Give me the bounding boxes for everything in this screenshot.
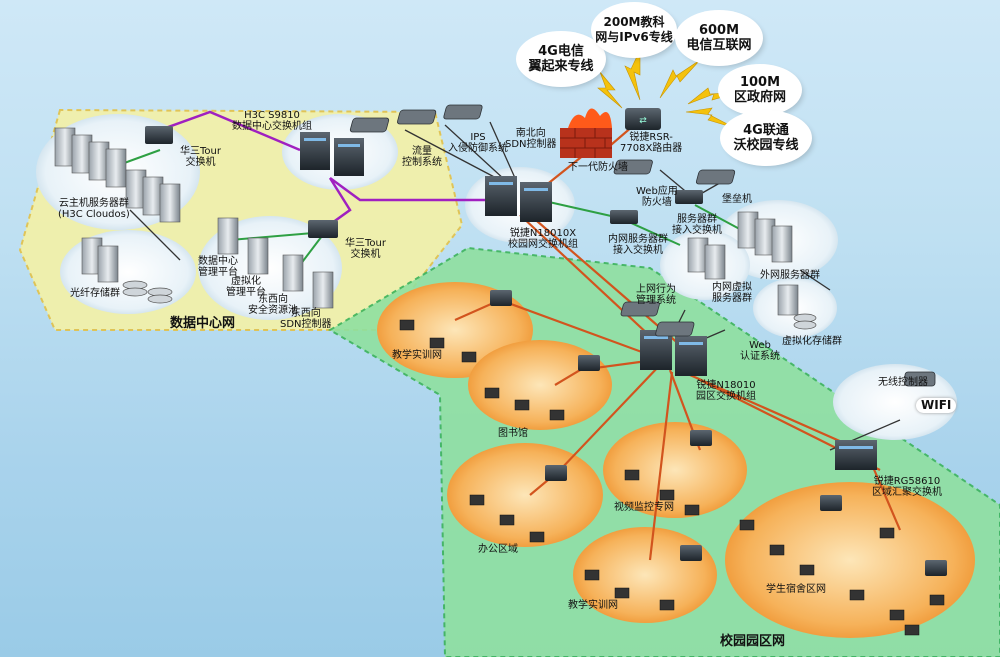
virt-mgmt-label: 虚拟化 管理平台 (226, 276, 266, 298)
campus-core-label: 锐捷N18010 园区交换机组 (696, 380, 756, 402)
cloud-4g-telecom: 4G电信 翼起来专线 (518, 33, 604, 85)
router-label: 锐捷RSR- 7708X路由器 (620, 132, 683, 154)
video-area (603, 422, 747, 518)
core-switch-icon (485, 176, 552, 222)
bastion-label: 堡垒机 (722, 194, 752, 205)
dorm-area (725, 482, 975, 638)
cloud-gov-network: 100M 区政府网 (720, 66, 800, 114)
cloud-4g-unicom-text: 4G联通 沃校园专线 (733, 123, 799, 153)
cloud-edu-ipv6: 200M教科 网与IPv6专线 (593, 4, 675, 56)
video-label: 视频监控专网 (614, 502, 674, 513)
wireless-label: 无线控制器 (878, 377, 928, 388)
cloud-gov-network-text: 100M 区政府网 (733, 75, 786, 105)
storage-disc-icons (122, 280, 817, 330)
dorm-label: 学生宿舍区网 (766, 584, 826, 595)
srv-access-label: 服务器群 接入交换机 (672, 214, 722, 236)
int-virt-label: 内网虚拟 服务器群 (712, 282, 752, 304)
dc-switch-icon (300, 132, 364, 176)
svg-text:⇄: ⇄ (639, 116, 647, 126)
office-label: 办公区域 (478, 544, 518, 555)
teach1-label: 教学实训网 (392, 350, 442, 361)
behavior-label: 上网行为 管理系统 (636, 284, 676, 306)
core-switch-label: 锐捷N18010X 校园网交换机组 (508, 228, 578, 250)
firewall-label: 下一代防火墙 (568, 162, 628, 173)
int-access-label: 内网服务器群 接入交换机 (608, 234, 668, 256)
dc-switch-label: H3C S9810 数据中心交换机组 (232, 110, 312, 132)
lightning-bolts (597, 49, 741, 129)
router-icon: ⇄ (625, 108, 661, 130)
fc-storage-label: 光纤存储群 (70, 288, 120, 299)
auth-label: Web 认证系统 (740, 340, 780, 362)
appliance-icons (349, 104, 936, 387)
h3c-top-label: 华三Tour 交换机 (180, 146, 221, 168)
cloud-servers-label: 云主机服务器群 (H3C Cloudos) (58, 198, 130, 220)
ew-security-label: 东西向 安全资源池 (248, 294, 298, 316)
h3c-mid-label: 华三Tour 交换机 (345, 238, 386, 260)
ew-sdn-label: 东西向 SDN控制器 (280, 308, 332, 330)
web-fw-label: Web应用 防火墙 (636, 186, 678, 208)
dc-mgmt-label: 数据中心 管理平台 (198, 256, 238, 278)
cloud-4g-unicom: 4G联通 沃校园专线 (722, 112, 810, 164)
area-agg-switch-icon (835, 440, 877, 470)
server-rack-icons (54, 127, 799, 316)
ns-sdn-label: 南北向 SDN控制器 (505, 128, 557, 150)
campus-switch-icon (640, 330, 707, 376)
campus-zone-title: 校园园区网 (720, 634, 786, 649)
dc-storage-ellipse (60, 230, 196, 314)
cloud-telecom-internet-text: 600M 电信互联网 (686, 23, 752, 53)
datacenter-zone-title: 数据中心网 (170, 316, 236, 331)
ips-label: IPS 入侵防御系统 (448, 132, 508, 154)
cloud-4g-telecom-text: 4G电信 翼起来专线 (528, 44, 594, 74)
virt-storage-label: 虚拟化存储群 (782, 336, 842, 347)
small-switch-icons (145, 126, 947, 576)
pc-icons (399, 319, 945, 636)
area-agg-label: 锐捷RG58610 区域汇聚交换机 (872, 476, 942, 498)
cloud-edu-ipv6-text: 200M教科 网与IPv6专线 (595, 15, 673, 44)
wifi-label: WIFI (916, 398, 957, 413)
ext-servers-label: 外网服务器群 (760, 270, 820, 281)
cloud-telecom-internet: 600M 电信互联网 (677, 12, 761, 64)
teach2-label: 教学实训网 (568, 600, 618, 611)
flow-ctrl-label: 流量 控制系统 (402, 146, 442, 168)
library-label: 图书馆 (498, 428, 528, 439)
library-area (468, 340, 612, 430)
firewall-icon (560, 108, 612, 158)
